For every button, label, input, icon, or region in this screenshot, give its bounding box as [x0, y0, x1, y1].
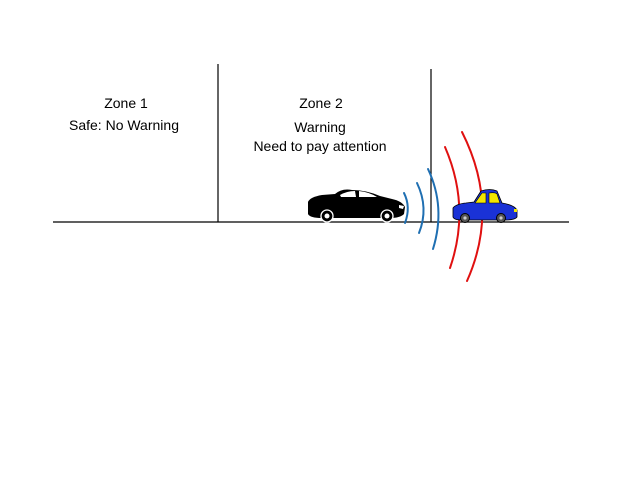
small-car-icon [452, 189, 518, 223]
zone1-subtitle: Safe: No Warning [69, 117, 179, 133]
sedan-car-icon [308, 189, 405, 223]
zone2-title: Zone 2 [299, 95, 343, 111]
zone2-attention: Need to pay attention [253, 138, 386, 154]
zone1-title: Zone 1 [104, 95, 148, 111]
zone2-warning: Warning [294, 119, 346, 135]
